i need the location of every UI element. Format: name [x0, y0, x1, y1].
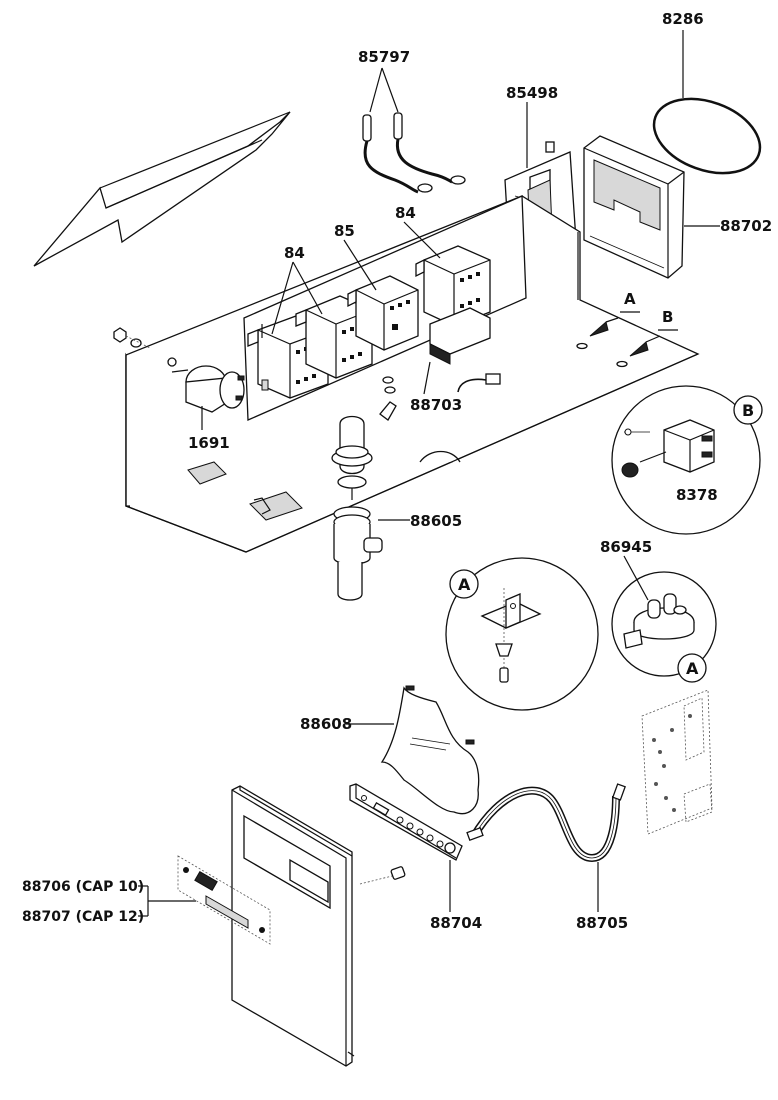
label-88704: 88704: [430, 914, 482, 932]
label-86945: 86945: [600, 538, 652, 556]
tray-bracket: [379, 373, 501, 421]
timer-1691: [167, 357, 245, 430]
label-88605: 88605: [410, 512, 462, 530]
label-84-left: 84: [284, 244, 305, 262]
cover-box: [583, 135, 720, 279]
label-85797: 85797: [358, 48, 410, 66]
relay-88703: [423, 307, 491, 395]
callout-b: B: [742, 401, 754, 420]
contactor-84-c: [415, 245, 491, 327]
section-marker-a: A: [624, 290, 636, 308]
wire-set: [362, 67, 466, 194]
control-strip-88704: [349, 783, 463, 912]
callout-a-right: A: [686, 659, 699, 678]
detail-b: [611, 385, 763, 535]
callout-a-left: A: [458, 575, 471, 594]
pipe-assembly: [331, 415, 410, 601]
label-85: 85: [334, 222, 355, 240]
label-85498: 85498: [506, 84, 558, 102]
label-88608: 88608: [300, 715, 352, 733]
front-panel: [231, 785, 355, 1067]
pressure-switch-detail: [611, 555, 717, 683]
section-marker-b: B: [662, 308, 673, 326]
pcb-outline: [641, 689, 713, 835]
label-88707: 88707 (CAP 12): [22, 909, 144, 925]
o-ring: [652, 30, 762, 175]
label-8378: 8378: [676, 486, 718, 504]
detail-a: [445, 557, 599, 711]
label-88702: 88702: [720, 217, 772, 235]
contactor-85: [347, 275, 419, 351]
label-88705: 88705: [576, 914, 628, 932]
label-88706: 88706 (CAP 10): [22, 879, 144, 895]
ribbon-88705: [466, 783, 626, 912]
label-88703: 88703: [410, 396, 462, 414]
label-plate: [138, 855, 271, 945]
angle-rail: [33, 111, 291, 267]
gasket-88608: [346, 685, 480, 815]
label-8286: 8286: [662, 10, 704, 28]
label-84-right: 84: [395, 204, 416, 222]
label-1691: 1691: [188, 434, 230, 452]
